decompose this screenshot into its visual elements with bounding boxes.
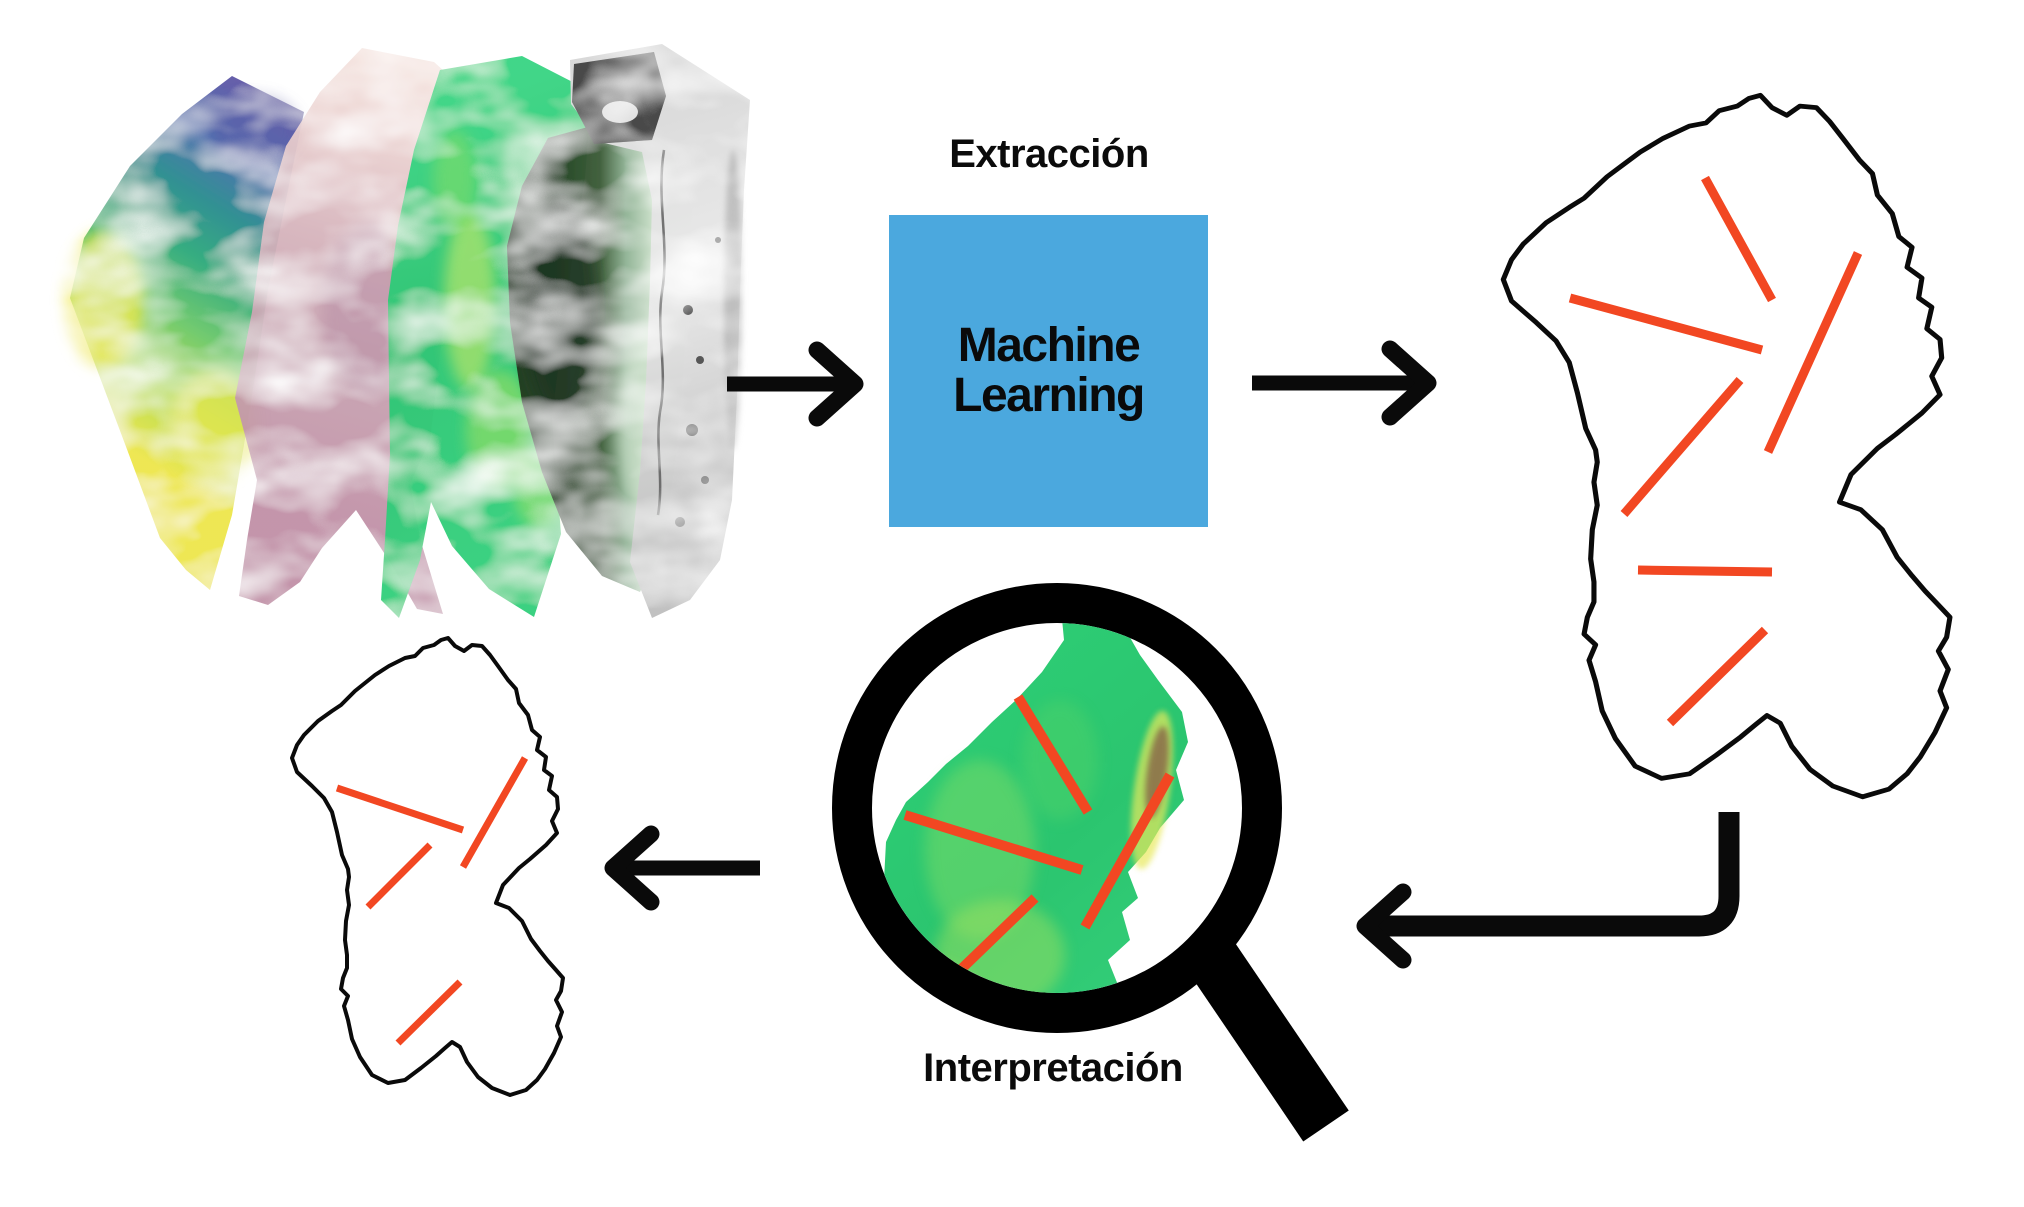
viridis-interpolation-layer: [65, 76, 304, 590]
lineament-line: [459, 756, 529, 869]
extraction-label: Extracción: [949, 132, 1149, 176]
lineament-line: [1666, 626, 1769, 727]
magnifier: [832, 583, 1349, 1142]
lineament-line: [1701, 175, 1776, 303]
arrow-map-to-magnifier: [1356, 812, 1740, 969]
arrow-layers-to-ml: [727, 341, 864, 427]
final-lineaments: [335, 756, 529, 1046]
lineament-line: [335, 784, 465, 834]
gray-hillshade-layer: [570, 44, 750, 618]
input-layer-stack: [65, 44, 750, 618]
lineament-line: [395, 979, 463, 1046]
magnifier-handle: [1187, 939, 1349, 1142]
arrow-magnifier-to-final: [604, 825, 760, 911]
lineament-line: [1080, 772, 1175, 930]
lineament-line: [903, 810, 1084, 875]
lineament-line: [365, 842, 433, 910]
lineament-line: [1568, 293, 1764, 355]
extracted-lineament-map: [1503, 95, 1950, 796]
lineament-line: [948, 894, 1039, 982]
final-lineament-map: [290, 636, 565, 1097]
extracted-lineaments: [1568, 175, 1863, 727]
magnifier-view: [882, 623, 1188, 993]
interpretation-label: Interpretación: [923, 1046, 1183, 1090]
arrow-ml-to-map: [1252, 340, 1437, 426]
lineament-line: [1620, 377, 1744, 517]
lineament-line: [1763, 251, 1863, 454]
machine-learning-label: Machine Learning: [953, 319, 1145, 422]
lineament-line: [1013, 694, 1093, 815]
lineament-line: [1637, 565, 1773, 577]
machine-learning-box: Machine Learning: [889, 215, 1208, 527]
magnifier-lineaments: [903, 694, 1175, 982]
